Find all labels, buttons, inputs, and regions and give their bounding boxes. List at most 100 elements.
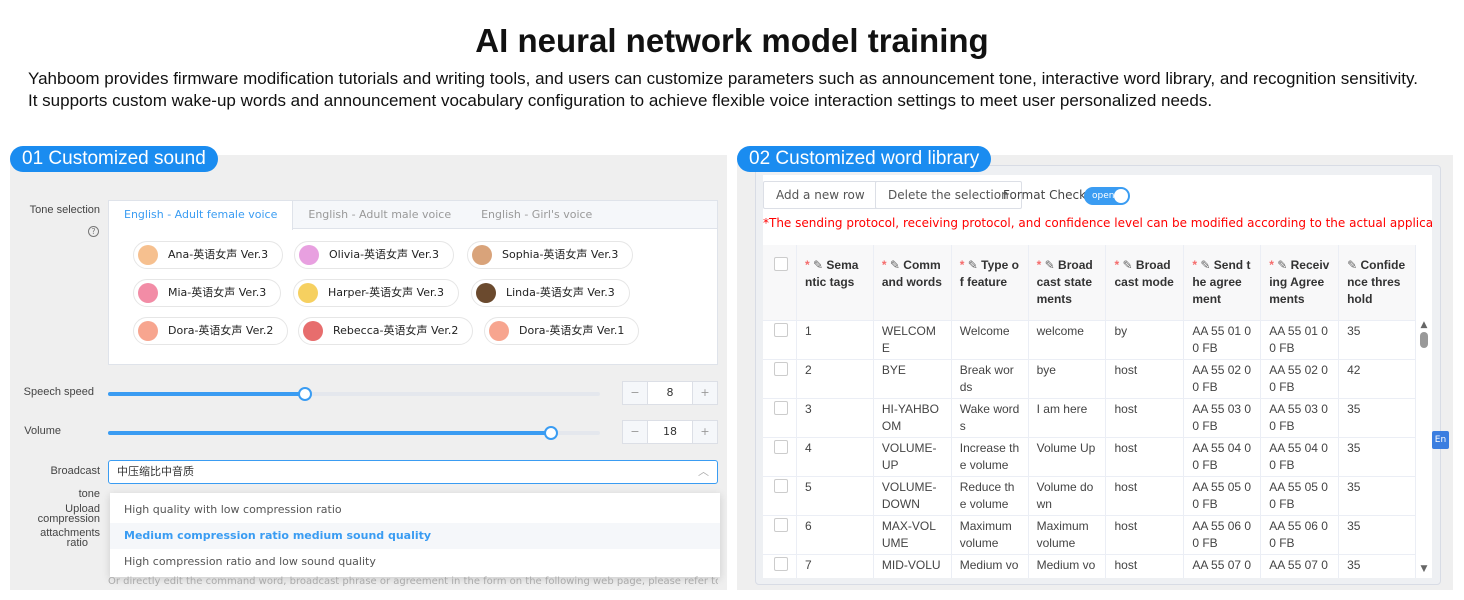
column-header[interactable]: * ✎ Command words (873, 245, 952, 321)
table-cell[interactable]: 35 (1338, 554, 1416, 578)
table-cell[interactable]: Maximum volume (951, 515, 1029, 555)
delete-selection-button[interactable]: Delete the selection (875, 181, 1022, 209)
speed-value[interactable]: 8 (647, 382, 693, 404)
table-cell[interactable]: Welcome (951, 320, 1029, 360)
table-cell[interactable]: host (1105, 398, 1185, 438)
table-cell[interactable]: 35 (1338, 476, 1416, 516)
voice-chip[interactable]: Linda-英语女声 Ver.3 (471, 279, 630, 307)
voice-chip[interactable]: Dora-英语女声 Ver.1 (484, 317, 640, 345)
row-checkbox[interactable] (774, 439, 788, 454)
table-cell[interactable]: Reduce the volume (951, 476, 1029, 516)
table-cell[interactable]: AA 55 03 00 FB (1183, 398, 1262, 438)
column-header[interactable]: * ✎ Receiving Agreements (1260, 245, 1340, 321)
table-cell[interactable]: AA 55 07 0 (1260, 554, 1340, 578)
table-cell[interactable]: host (1105, 359, 1185, 399)
table-cell[interactable]: BYE (873, 359, 952, 399)
voice-chip[interactable]: Dora-英语女声 Ver.2 (133, 317, 289, 345)
tab-adult-male[interactable]: English - Adult male voice (308, 208, 452, 221)
table-cell[interactable]: 35 (1338, 515, 1416, 555)
increment-button[interactable]: + (693, 382, 717, 404)
voice-chip[interactable]: Sophia-英语女声 Ver.3 (467, 241, 634, 269)
table-cell[interactable]: 35 (1338, 398, 1416, 438)
help-icon[interactable]: ? (88, 226, 99, 237)
table-cell[interactable]: AA 55 04 00 FB (1183, 437, 1262, 477)
column-header[interactable]: * ✎ Semantic tags (796, 245, 874, 321)
table-cell[interactable]: 42 (1338, 359, 1416, 399)
table-cell[interactable]: 3 (796, 398, 874, 438)
table-cell[interactable]: 4 (796, 437, 874, 477)
format-check-toggle[interactable]: open (1084, 187, 1130, 205)
broadcast-tone-select[interactable]: 中压缩比中音质︿ (108, 460, 718, 484)
table-cell[interactable]: Increase the volume (951, 437, 1029, 477)
table-cell[interactable]: AA 55 02 00 FB (1183, 359, 1262, 399)
column-header[interactable]: * ✎ Type of feature (951, 245, 1029, 321)
table-cell[interactable]: AA 55 05 00 FB (1183, 476, 1262, 516)
table-cell[interactable]: bye (1028, 359, 1107, 399)
table-cell[interactable]: 35 (1338, 437, 1416, 477)
table-cell[interactable]: 7 (796, 554, 874, 578)
table-cell[interactable]: Maximum volume (1028, 515, 1107, 555)
column-header[interactable]: * ✎ Broadcast mode (1105, 245, 1185, 321)
volume-stepper[interactable]: −18+ (622, 420, 718, 444)
scroll-thumb[interactable] (1420, 332, 1428, 348)
table-cell[interactable]: Volume Up (1028, 437, 1107, 477)
option-medium[interactable]: Medium compression ratio medium sound qu… (110, 523, 720, 549)
table-cell[interactable]: WELCOME (873, 320, 952, 360)
translate-icon[interactable]: En (1432, 431, 1449, 449)
table-cell[interactable]: 6 (796, 515, 874, 555)
table-cell[interactable]: AA 55 06 00 FB (1260, 515, 1340, 555)
decrement-button[interactable]: − (623, 421, 647, 443)
table-cell[interactable]: 1 (796, 320, 874, 360)
slider-handle[interactable] (297, 387, 312, 401)
table-cell[interactable]: Medium vo (1028, 554, 1107, 578)
table-cell[interactable]: VOLUME-UP (873, 437, 952, 477)
speech-speed-slider[interactable] (108, 387, 600, 401)
slider-handle[interactable] (543, 426, 558, 440)
table-cell[interactable]: Medium vo (951, 554, 1029, 578)
table-cell[interactable]: AA 55 03 00 FB (1260, 398, 1340, 438)
table-cell[interactable]: MAX-VOLUME (873, 515, 952, 555)
table-cell[interactable]: host (1105, 437, 1185, 477)
option-high-quality[interactable]: High quality with low compression ratio (124, 503, 342, 516)
voice-chip[interactable]: Ana-英语女声 Ver.3 (133, 241, 284, 269)
column-header[interactable]: * ✎ Broadcast statements (1028, 245, 1107, 321)
option-high-compression[interactable]: High compression ratio and low sound qua… (124, 555, 376, 568)
table-cell[interactable]: host (1105, 554, 1185, 578)
select-all-checkbox[interactable] (774, 257, 788, 271)
row-checkbox[interactable] (774, 556, 788, 571)
voice-chip[interactable]: Olivia-英语女声 Ver.3 (294, 241, 454, 269)
table-cell[interactable]: 35 (1338, 320, 1416, 360)
add-row-button[interactable]: Add a new row (763, 181, 878, 209)
scroll-up-icon[interactable]: ▲ (1420, 320, 1428, 330)
column-header[interactable]: * ✎ Send the agreement (1183, 245, 1262, 321)
table-cell[interactable]: welcome (1028, 320, 1107, 360)
decrement-button[interactable]: − (623, 382, 647, 404)
table-cell[interactable]: 5 (796, 476, 874, 516)
scroll-down-icon[interactable]: ▼ (1420, 564, 1428, 574)
volume-value[interactable]: 18 (647, 421, 693, 443)
table-cell[interactable]: VOLUME-DOWN (873, 476, 952, 516)
table-cell[interactable]: host (1105, 515, 1185, 555)
table-cell[interactable]: AA 55 04 00 FB (1260, 437, 1340, 477)
table-cell[interactable]: Break words (951, 359, 1029, 399)
table-cell[interactable]: Wake words (951, 398, 1029, 438)
table-cell[interactable]: AA 55 01 00 FB (1260, 320, 1340, 360)
table-cell[interactable]: MID-VOLU (873, 554, 952, 578)
table-cell[interactable]: AA 55 07 0 (1183, 554, 1262, 578)
column-header[interactable]: ✎ Confidence threshold (1338, 245, 1416, 321)
table-cell[interactable]: host (1105, 476, 1185, 516)
voice-chip[interactable]: Rebecca-英语女声 Ver.2 (298, 317, 474, 345)
table-cell[interactable]: I am here (1028, 398, 1107, 438)
table-cell[interactable]: AA 55 06 00 FB (1183, 515, 1262, 555)
voice-chip[interactable]: Harper-英语女声 Ver.3 (293, 279, 460, 307)
row-checkbox[interactable] (774, 400, 788, 415)
tab-adult-female[interactable]: English - Adult female voice (109, 201, 294, 230)
row-checkbox[interactable] (774, 361, 788, 376)
table-cell[interactable]: HI-YAHBOOM (873, 398, 952, 438)
table-cell[interactable]: by (1105, 320, 1185, 360)
